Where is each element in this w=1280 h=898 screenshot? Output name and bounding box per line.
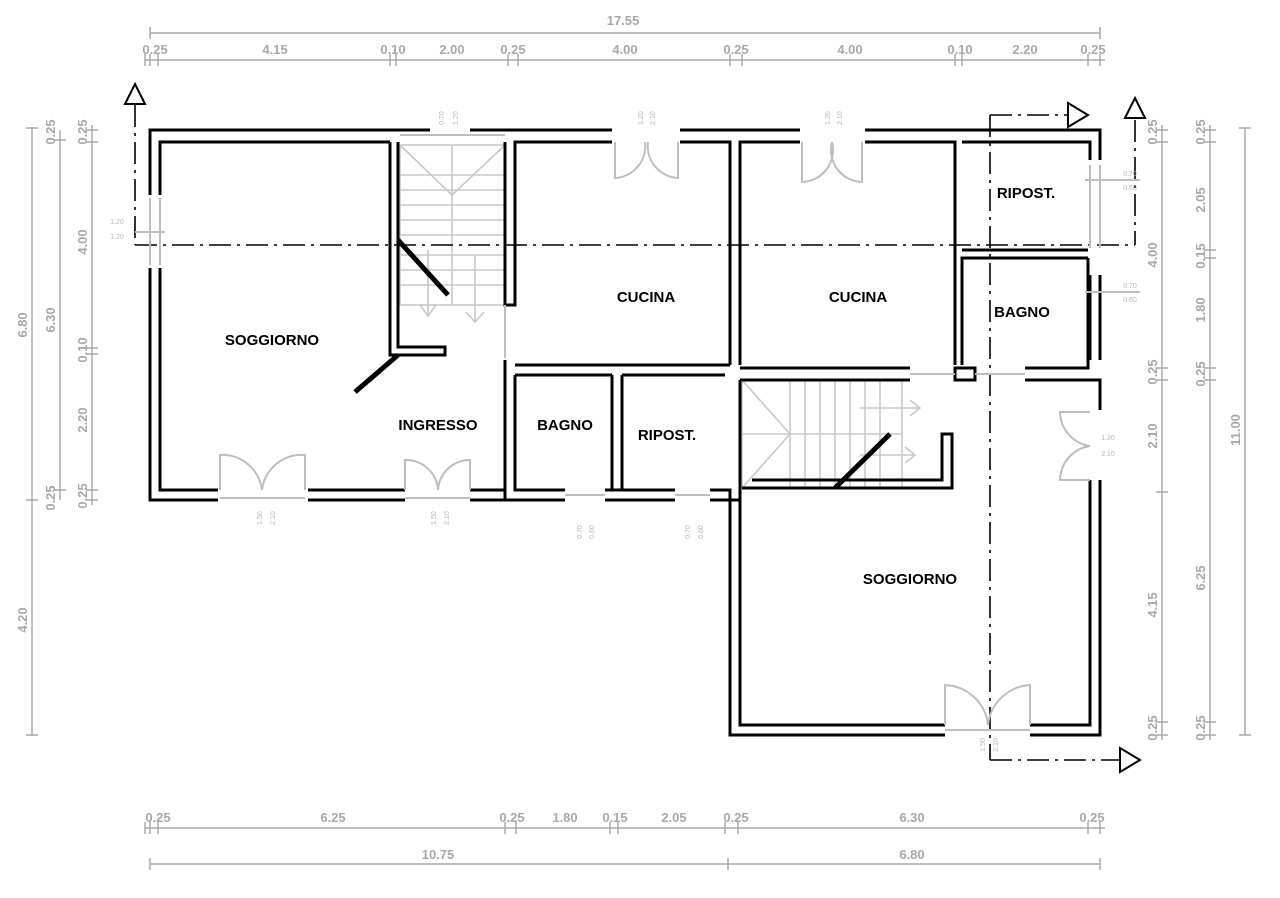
svg-text:6.25: 6.25 — [320, 810, 345, 825]
svg-text:4.20: 4.20 — [15, 607, 30, 632]
svg-text:0.60: 0.60 — [698, 525, 705, 539]
svg-text:2.10: 2.10 — [650, 111, 657, 125]
room-cucina-2: CUCINA — [829, 289, 887, 306]
room-ingresso: INGRESSO — [398, 417, 478, 434]
svg-text:4.15: 4.15 — [1145, 592, 1160, 617]
svg-text:0.15: 0.15 — [1193, 243, 1208, 268]
dim-top-seg: 2.00 — [439, 42, 464, 57]
room-ripost-left: RIPOST. — [638, 427, 696, 444]
svg-text:1.50: 1.50 — [257, 511, 264, 525]
dim-top-seg: 0.25 — [723, 42, 748, 57]
room-bagno-left: BAGNO — [537, 417, 593, 434]
svg-text:0.25: 0.25 — [75, 483, 90, 508]
dim-top-seg: 4.00 — [837, 42, 862, 57]
svg-text:0.25: 0.25 — [1145, 715, 1160, 740]
svg-text:0.25: 0.25 — [499, 810, 524, 825]
svg-text:2.05: 2.05 — [661, 810, 686, 825]
svg-text:0.70: 0.70 — [439, 111, 446, 125]
svg-text:2.10: 2.10 — [444, 511, 451, 525]
walls — [148, 128, 1102, 737]
svg-text:0.15: 0.15 — [602, 810, 627, 825]
svg-text:1.20: 1.20 — [453, 111, 460, 125]
svg-text:0.25: 0.25 — [1079, 810, 1104, 825]
stairs-right — [741, 379, 922, 489]
svg-text:1.20: 1.20 — [110, 219, 124, 226]
svg-text:11.00: 11.00 — [1228, 414, 1243, 446]
svg-text:2.10: 2.10 — [1145, 423, 1160, 448]
svg-text:0.25: 0.25 — [1193, 361, 1208, 386]
svg-text:2.10: 2.10 — [1101, 451, 1115, 458]
svg-text:2.10: 2.10 — [837, 111, 844, 125]
dim-top-seg: 0.25 — [1080, 42, 1105, 57]
svg-text:0.70: 0.70 — [1123, 171, 1137, 178]
svg-text:0.70: 0.70 — [1123, 283, 1137, 290]
svg-text:0.25: 0.25 — [145, 810, 170, 825]
room-labels: SOGGIORNO INGRESSO BAGNO RIPOST. CUCINA … — [225, 185, 1055, 588]
dim-top-seg: 4.00 — [612, 42, 637, 57]
stairs-left — [399, 144, 506, 324]
svg-text:1.20: 1.20 — [1101, 435, 1115, 442]
dim-top-seg: 2.20 — [1012, 42, 1037, 57]
svg-text:6.80: 6.80 — [15, 312, 30, 337]
section-arrow-icon — [1119, 746, 1142, 774]
svg-text:2.20: 2.20 — [75, 407, 90, 432]
top-dimensions: 17.55 0.25 4.15 0.10 2.00 0.25 4.00 0.25… — [142, 13, 1106, 66]
dim-top-seg: 0.25 — [142, 42, 167, 57]
svg-text:0.60: 0.60 — [1123, 297, 1137, 304]
svg-text:6.80: 6.80 — [899, 847, 924, 862]
svg-text:4.00: 4.00 — [1145, 242, 1160, 267]
dim-top-seg: 0.10 — [380, 42, 405, 57]
svg-text:0.70: 0.70 — [685, 525, 692, 539]
room-soggiorno-left: SOGGIORNO — [225, 332, 320, 349]
left-dimensions: 6.80 4.20 6.30 0.25 0.25 0.25 4.00 0.10 … — [15, 119, 98, 736]
section-arrow-icon — [1067, 101, 1090, 129]
dim-top-ticks — [144, 54, 1101, 66]
dim-top-total: 17.55 — [607, 13, 640, 28]
section-arrow-icon — [123, 81, 147, 105]
dim-top-seg: 0.25 — [500, 42, 525, 57]
room-bagno-right: BAGNO — [994, 304, 1050, 321]
room-cucina-1: CUCINA — [617, 289, 675, 306]
opening-labels: 0.70 1.20 1.20 2.10 1.20 2.10 1.20 1.20 … — [110, 111, 1137, 752]
svg-text:0.60: 0.60 — [589, 525, 596, 539]
svg-text:6.30: 6.30 — [899, 810, 924, 825]
room-soggiorno-right: SOGGIORNO — [863, 571, 958, 588]
svg-text:0.25: 0.25 — [1193, 119, 1208, 144]
room-ripost-right: RIPOST. — [997, 185, 1055, 202]
svg-text:2.05: 2.05 — [1193, 187, 1208, 212]
svg-text:6.25: 6.25 — [1193, 565, 1208, 590]
svg-text:10.75: 10.75 — [422, 847, 455, 862]
svg-text:4.00: 4.00 — [75, 229, 90, 254]
section-axes — [123, 81, 1147, 774]
svg-text:0.25: 0.25 — [75, 119, 90, 144]
svg-text:6.30: 6.30 — [43, 307, 58, 332]
svg-text:0.25: 0.25 — [1193, 715, 1208, 740]
svg-text:2.10: 2.10 — [993, 738, 1000, 752]
svg-text:1.50: 1.50 — [980, 738, 987, 752]
svg-text:0.25: 0.25 — [1145, 119, 1160, 144]
right-dimensions: 0.25 4.00 0.25 2.10 4.15 0.25 0.25 2.05 … — [1145, 119, 1251, 741]
svg-text:1.20: 1.20 — [638, 111, 645, 125]
dim-top-seg: 0.10 — [947, 42, 972, 57]
svg-text:0.25: 0.25 — [723, 810, 748, 825]
svg-text:0.25: 0.25 — [43, 485, 58, 510]
svg-text:1.20: 1.20 — [825, 111, 832, 125]
svg-text:0.10: 0.10 — [75, 337, 90, 362]
svg-text:0.60: 0.60 — [1123, 185, 1137, 192]
svg-text:1.80: 1.80 — [552, 810, 577, 825]
svg-text:1.80: 1.80 — [1193, 297, 1208, 322]
openings — [135, 134, 1140, 731]
svg-text:1.50: 1.50 — [431, 511, 438, 525]
bottom-dimensions: 0.25 6.25 0.25 1.80 0.15 2.05 0.25 6.30 … — [144, 810, 1105, 870]
section-arrow-icon — [1123, 95, 1147, 119]
svg-text:2.10: 2.10 — [270, 511, 277, 525]
dim-top-seg: 4.15 — [262, 42, 287, 57]
svg-text:0.25: 0.25 — [1145, 359, 1160, 384]
svg-text:0.70: 0.70 — [577, 525, 584, 539]
svg-text:1.20: 1.20 — [110, 234, 124, 241]
svg-text:0.25: 0.25 — [43, 119, 58, 144]
